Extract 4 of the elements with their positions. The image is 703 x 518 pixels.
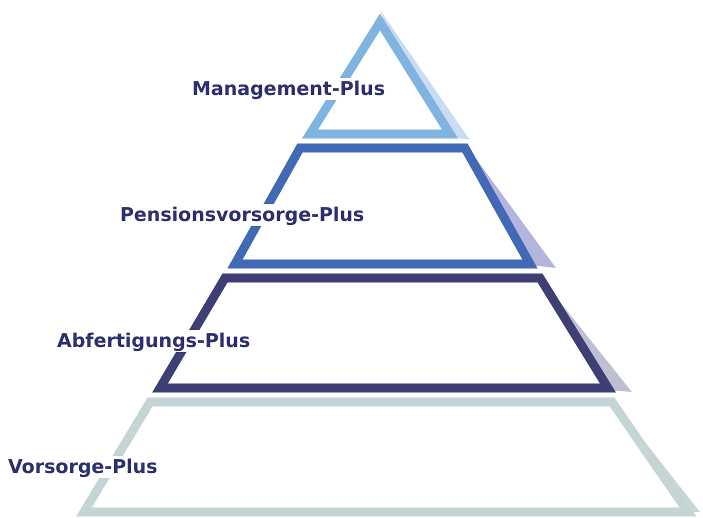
tier-label: Pensionsvorsorge-Plus	[120, 204, 364, 226]
tier-label: Vorsorge-Plus	[8, 456, 158, 478]
tier-label: Abfertigungs-Plus	[57, 330, 250, 352]
tier-label: Management-Plus	[192, 78, 386, 100]
